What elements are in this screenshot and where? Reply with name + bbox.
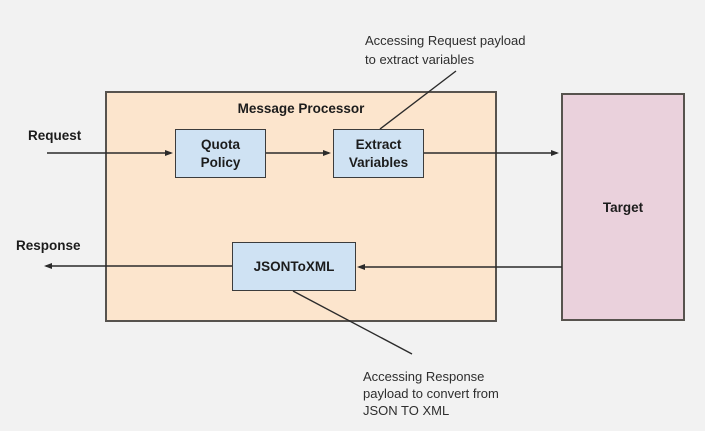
response-label: Response [16,238,81,253]
request-label: Request [28,128,82,143]
target-label: Target [602,199,644,215]
request-payload-annotation: Accessing Request payload to extract var… [365,33,526,67]
quota-policy-node: Quota Policy [175,129,266,178]
message-processor-title: Message Processor [237,101,365,116]
quota-policy-label: Quota Policy [200,136,241,170]
response-payload-annotation: Accessing Response payload to convert fr… [363,369,499,418]
json-to-xml-label: JSONToXML [253,258,335,274]
extract-variables-label: Extract Variables [348,136,409,170]
extract-variables-node: Extract Variables [333,129,424,178]
target-box: Target [561,93,685,321]
json-to-xml-node: JSONToXML [232,242,356,291]
